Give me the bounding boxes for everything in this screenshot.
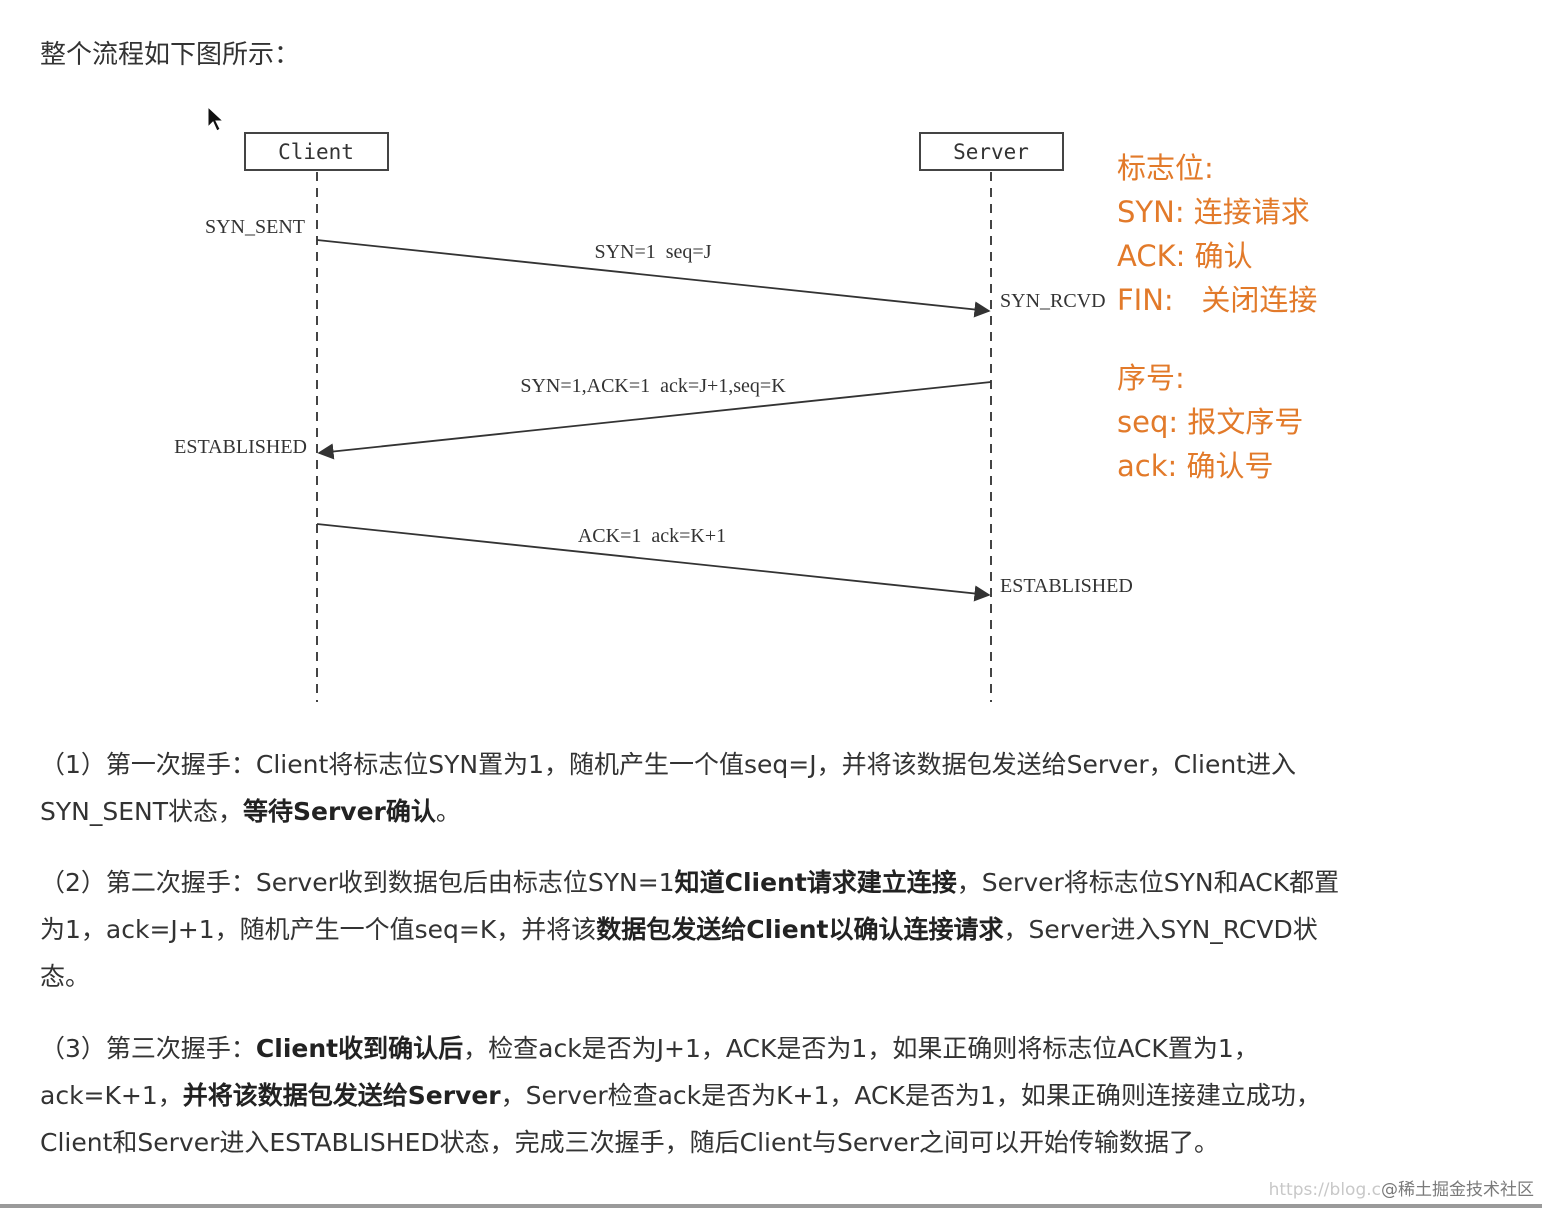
legend-acknum: ack: 确认号 (1117, 449, 1274, 483)
step-2-tail: ，Server进入SYN_RCVD状态。 (40, 915, 1318, 991)
state-client-established: ESTABLISHED (174, 436, 307, 458)
watermark-site: @稀土掘金技术社区 (1381, 1180, 1534, 1200)
mouse-cursor-icon (207, 106, 225, 132)
step-2-mid: ，Server将标志位SYN和ACK都置为1，ack=J+1，随机产生一个值se… (40, 868, 1340, 944)
step-3-mid: ，检查ack是否为J+1，ACK是否为1，如果正确则将标志位ACK置为1，ack… (40, 1034, 1259, 1110)
step-3-paragraph: （3）第三次握手：Client收到确认后，检查ack是否为J+1，ACK是否为1… (40, 1025, 1350, 1166)
legend-seq-title: 序号: (1117, 361, 1185, 395)
legend-fin: FIN: 关闭连接 (1117, 283, 1318, 317)
step-2-bold-1: 知道Client请求建立连接 (674, 868, 957, 897)
msg-ack-label: ACK=1 ack=K+1 (578, 525, 726, 547)
syn-ack-arrow (317, 381, 992, 460)
intro-text: 整个流程如下图所示： (40, 40, 301, 70)
msg-syn-ack-label: SYN=1,ACK=1 ack=J+1,seq=K (520, 375, 786, 397)
state-syn-rcvd: SYN_RCVD (1000, 290, 1106, 312)
step-3-lead: （3）第三次握手： (40, 1034, 256, 1063)
step-2-lead: （2）第二次握手：Server收到数据包后由标志位SYN=1 (40, 868, 675, 897)
legend-seq: seq: 报文序号 (1117, 405, 1304, 439)
step-1-lead: （1）第一次握手：Client将标志位SYN置为1，随机产生一个值seq=J，并… (40, 750, 1296, 826)
bottom-divider (0, 1204, 1542, 1208)
step-1-bold: 等待Server确认 (242, 797, 436, 826)
client-node: Client (244, 132, 389, 171)
syn-arrow (316, 239, 991, 318)
watermark-url: https://blog.c (1268, 1180, 1381, 1200)
step-3-bold-2: 并将该数据包发送给Server (182, 1081, 501, 1110)
state-server-established: ESTABLISHED (1000, 575, 1133, 597)
legend-ack: ACK: 确认 (1117, 239, 1253, 273)
state-syn-sent: SYN_SENT (205, 216, 305, 238)
msg-syn-label: SYN=1 seq=J (594, 241, 711, 263)
step-2-paragraph: （2）第二次握手：Server收到数据包后由标志位SYN=1知道Client请求… (40, 859, 1350, 1000)
step-2-bold-2: 数据包发送给Client以确认连接请求 (596, 915, 1004, 944)
handshake-diagram: Client Server SYN=1 seq=J SYN=1,ACK=1 ac… (174, 132, 1133, 702)
ack-arrow (316, 523, 991, 602)
step-1-paragraph: （1）第一次握手：Client将标志位SYN置为1，随机产生一个值seq=J，并… (40, 741, 1350, 835)
watermark: https://blog.c@稀土掘金技术社区 (1269, 1175, 1534, 1200)
step-3-bold-1: Client收到确认后 (255, 1034, 464, 1063)
step-3-tail: ，Server检查ack是否为K+1，ACK是否为1，如果正确则连接建立成功，C… (40, 1081, 1321, 1157)
server-node: Server (919, 132, 1064, 171)
legend-syn: SYN: 连接请求 (1117, 195, 1310, 229)
step-1-tail: 。 (435, 797, 461, 826)
legend-flags-title: 标志位: (1117, 151, 1214, 185)
client-label: Client (278, 140, 354, 164)
server-label: Server (953, 140, 1029, 164)
